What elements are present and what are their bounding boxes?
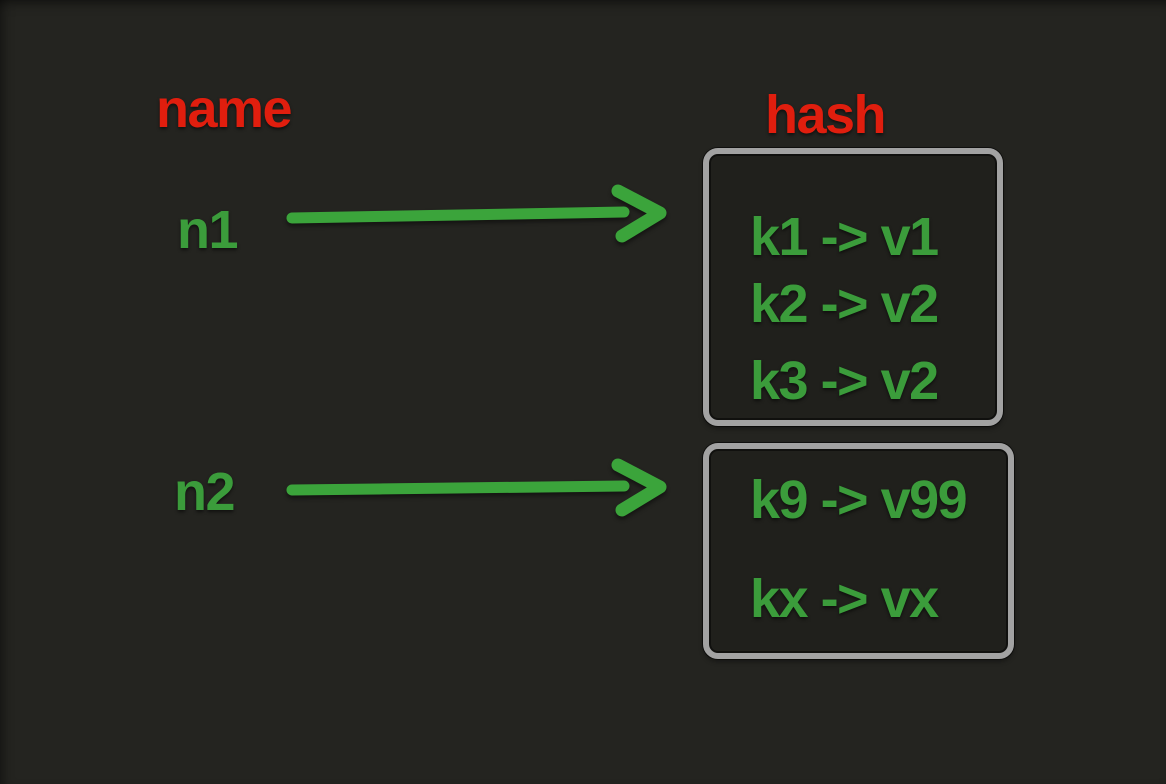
- right-arrow-icon-n2: [286, 458, 667, 517]
- name-label-n1: n1: [177, 200, 239, 260]
- name-label-n2: n2: [174, 462, 236, 522]
- hash-entry: k3 -> v2: [750, 351, 939, 411]
- hash-entry: k1 -> v1: [750, 207, 939, 267]
- hash-box-1: k1 -> v1 k2 -> v2 k3 -> v2: [703, 148, 1003, 426]
- hash-entry: k9 -> v99: [750, 470, 968, 530]
- column-header-hash: hash: [765, 85, 887, 145]
- column-header-name: name: [156, 79, 293, 139]
- hash-entry: k2 -> v2: [750, 274, 939, 334]
- hash-box-2: k9 -> v99 kx -> vx: [703, 443, 1014, 659]
- right-arrow-icon-n1: [286, 184, 667, 243]
- hash-entry: kx -> vx: [750, 569, 939, 629]
